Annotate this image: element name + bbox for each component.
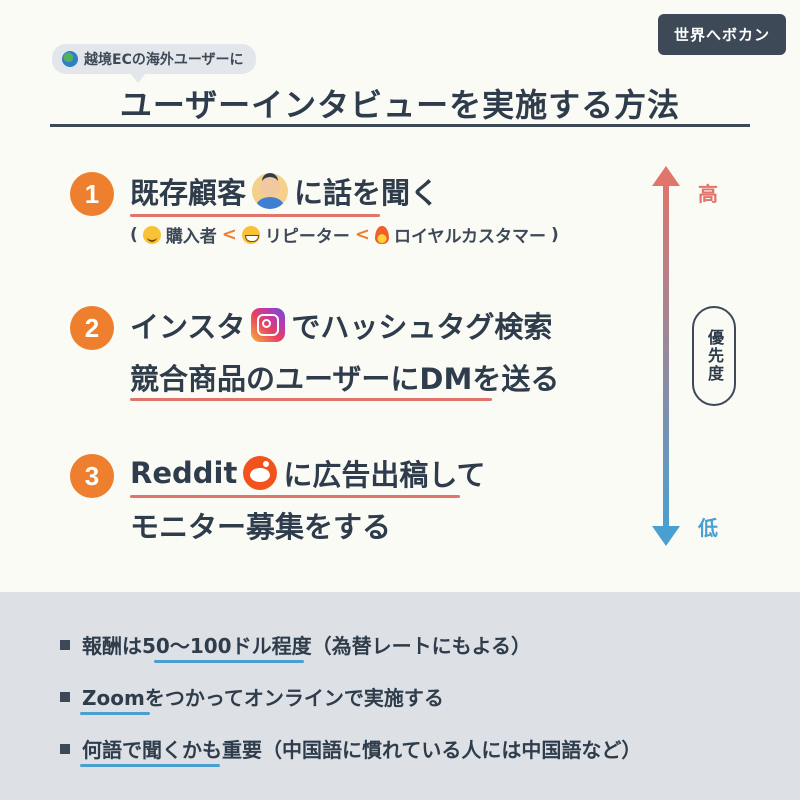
note-text: 何語で聞くかも重要（中国語に慣れている人には中国語など） (82, 738, 642, 762)
priority-arrow (652, 166, 680, 546)
item-text: に広告出稿して (283, 458, 486, 492)
note-underline (80, 764, 220, 767)
note-item: 報酬は50〜100ドル程度（為替レートにもよる） (60, 630, 531, 659)
number-badge: 1 (70, 172, 114, 216)
grin-icon (241, 225, 260, 244)
item-line: インスタ でハッシュタグ検索 (130, 304, 552, 346)
item-text: 既存顧客 (130, 176, 247, 210)
bullet-square-icon (60, 743, 70, 754)
bullet-square-icon (60, 639, 70, 650)
less-than-icon: < (354, 224, 370, 245)
note-item: 何語で聞くかも重要（中国語に慣れている人には中国語など） (60, 734, 641, 763)
fire-icon (374, 225, 389, 244)
item-line: モニター募集をする (130, 504, 391, 546)
note-item: Zoomをつかってオンラインで実施する (60, 682, 444, 711)
priority-high-label: 高 (698, 182, 718, 206)
paren-open: ( (130, 224, 138, 245)
title-divider (50, 124, 750, 127)
item-underline (130, 214, 380, 217)
item-text: 競合商品のユーザーにDMを送る (130, 362, 560, 396)
item-text: Reddit (130, 456, 238, 490)
item-text: に話を聞く (294, 176, 440, 210)
item-text: でハッシュタグ検索 (291, 310, 553, 344)
note-text: 報酬は50〜100ドル程度（為替レートにもよる） (82, 634, 531, 658)
bubble-text: 越境ECの海外ユーザーに (84, 52, 244, 68)
reddit-icon (243, 456, 278, 490)
number-badge: 2 (70, 306, 114, 350)
priority-label: 優先度 (705, 329, 724, 383)
tier-repeater: リピーター (264, 227, 350, 247)
tier-buyer: 購入者 (165, 227, 217, 247)
item-underline (130, 398, 492, 401)
item-line: Reddit に広告出稿して (130, 452, 485, 494)
instagram-icon (251, 308, 286, 342)
page-title: ユーザーインタビューを実施する方法 (119, 86, 681, 124)
paren-close: ) (550, 224, 559, 245)
item-text: モニター募集をする (130, 510, 392, 544)
number-badge: 3 (70, 454, 114, 498)
item-line: 既存顧客 に話を聞く (130, 170, 439, 212)
item-text: インスタ (130, 310, 246, 344)
notes-panel: 報酬は50〜100ドル程度（為替レートにもよる） Zoomをつかってオンラインで… (0, 592, 800, 800)
smile-icon (142, 225, 161, 244)
less-than-icon: < (221, 224, 237, 245)
person-icon (252, 173, 289, 209)
note-underline (154, 660, 304, 663)
priority-low-label: 低 (698, 516, 718, 540)
speech-bubble: 越境ECの海外ユーザーに (52, 44, 256, 83)
note-text: Zoomをつかってオンラインで実施する (82, 686, 444, 710)
item-line: 競合商品のユーザーにDMを送る (130, 356, 559, 398)
priority-label-pill: 優先度 (692, 306, 736, 406)
item-underline (130, 495, 460, 498)
note-underline (80, 712, 150, 715)
bullet-square-icon (60, 691, 70, 702)
tier-loyal: ロイヤルカスタマー (393, 227, 546, 247)
customer-tiers: ( 購入者 < リピーター < ロイヤルカスタマー ) (130, 222, 559, 247)
globe-icon (62, 51, 78, 67)
brand-badge: 世界へボカン (657, 14, 786, 55)
